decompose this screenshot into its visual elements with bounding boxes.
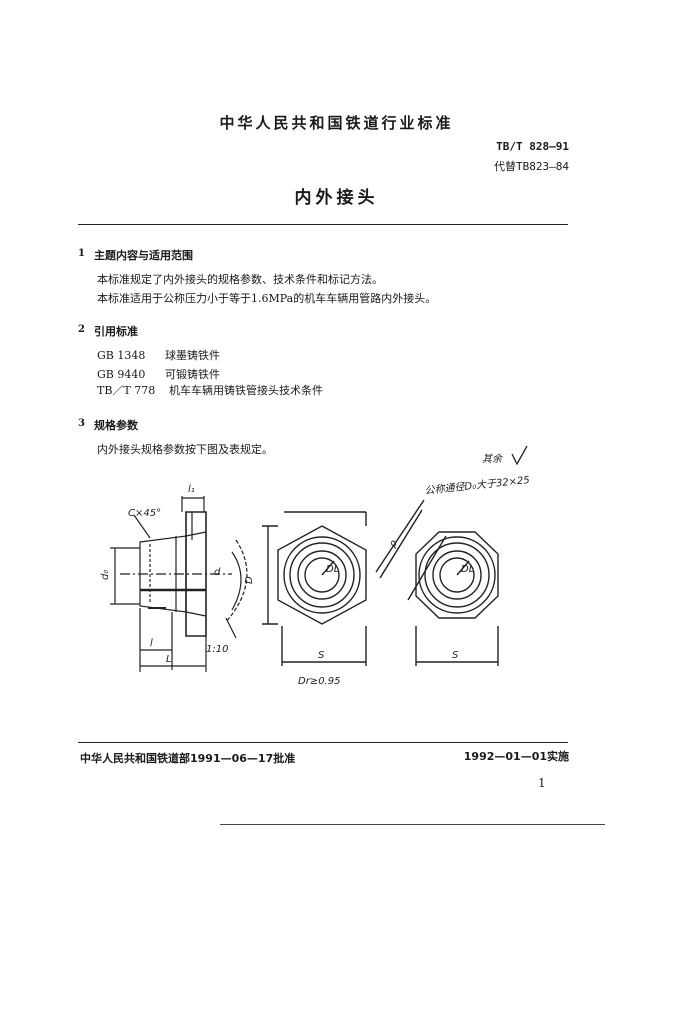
page-number: 1 [538,776,546,790]
d-label: d [214,567,221,578]
Dr-label: Dr≥0.95 [298,676,340,687]
side-view [110,496,248,672]
L-label: L [166,654,172,665]
section-3-number: 3 [78,418,85,429]
roughness-symbol [511,445,528,466]
section-1-paragraph-2: 本标准适用于公称压力小于等于1.6MPa的机车车辆用管路内外接头。 [97,292,437,305]
S-label-right: S [452,650,459,661]
section-3-paragraph-1: 内外接头规格参数按下图及表规定。 [97,443,273,456]
effective-date: 1992—01—01实施 [463,750,569,763]
surface-finish-note: 其余 [482,453,504,465]
front-view-hexagon [262,511,367,666]
chamfer-label: C×45° [128,508,161,519]
reference-name: 球墨铸铁件 [165,349,220,362]
reference-code: GB 9440 [97,368,146,381]
standard-code: TB/T 828—91 [496,140,569,153]
l1-label: l₁ [188,484,195,495]
section-1-number: 1 [78,248,85,259]
DL-label-right: DL [461,564,474,575]
reference-name: 机车车辆用铸铁管接头技术条件 [169,384,323,397]
footer-rule [78,742,568,743]
nominal-diameter-note: 公称通径D₀大于32×25 [424,474,530,497]
section-1-paragraph-1: 本标准规定了内外接头的规格参数、技术条件和标记方法。 [97,273,383,286]
reference-name: 可锻铸铁件 [165,368,220,381]
approval-text: 中华人民共和国铁道部1991—06—17批准 [80,752,296,765]
reference-item: GB 1348 球墨铸铁件 [97,347,220,363]
front-view-octagon [375,499,499,666]
standard-header-title: 中华人民共和国铁道行业标准 [219,114,454,132]
bottom-scan-line [220,824,605,825]
diameter-label-right: ρ [387,538,400,550]
technical-drawing: 其余 公称通径D₀大于32×25 C×45° l₁ d₀ d l L 1:10 [100,445,530,687]
top-rule [78,224,568,225]
section-2-number: 2 [78,324,85,335]
section-2-title: 引用标准 [94,325,138,338]
D-label: D [244,576,255,584]
section-1-title: 主题内容与适用范围 [94,249,193,262]
reference-code: GB 1348 [97,349,146,362]
standard-replaces: 代替TB823—84 [494,160,569,173]
S-label-left: S [318,650,325,661]
section-3-title: 规格参数 [94,419,138,432]
reference-item: GB 9440 可锻铸铁件 [97,366,220,382]
l-label: l [150,638,153,649]
document-title: 内外接头 [294,188,379,208]
DL-label-left: DL [326,564,339,575]
taper-label: 1:10 [206,644,228,655]
reference-code: TB／T 778 [97,384,156,397]
d0-label: d₀ [100,570,111,580]
reference-item: TB／T 778 机车车辆用铸铁管接头技术条件 [97,382,323,398]
